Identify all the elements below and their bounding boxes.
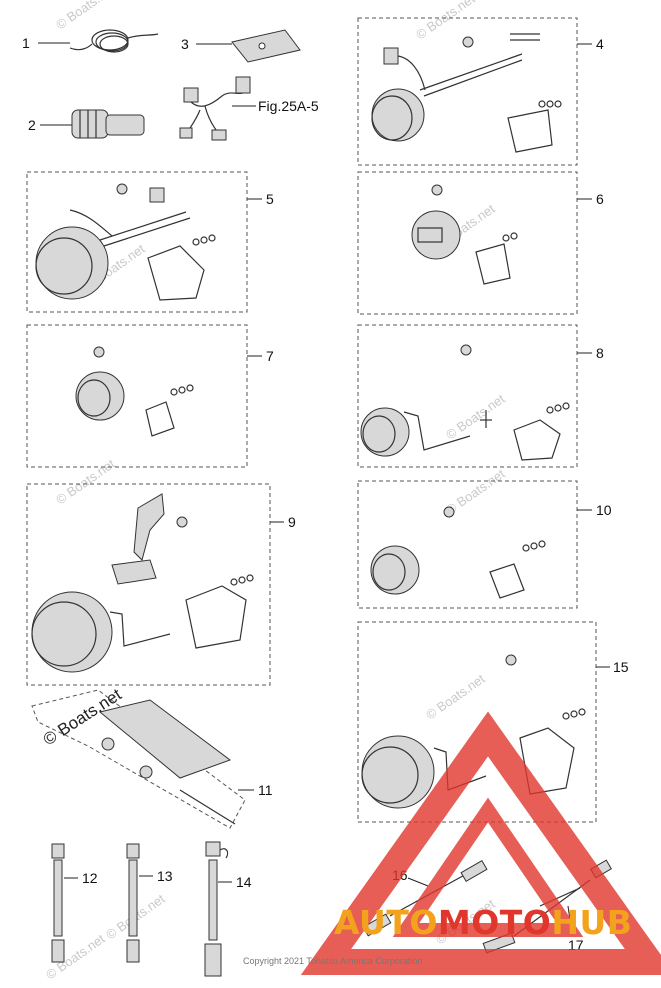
callout-1: 1 [22,35,30,51]
callout-13: 13 [157,868,173,884]
part-2-hose-fitting [40,109,145,139]
figure-reference: Fig.25A-5 [258,98,319,114]
part-8-gauge-kit [360,344,592,461]
callout-12: 12 [82,870,98,886]
part-10-gauge-kit [370,506,592,599]
callout-2: 2 [28,117,36,133]
part-9-speedometer-kit [31,493,284,673]
group-box-5 [26,171,248,313]
harness-fig-ref [179,76,256,141]
part-7-gauge-kit [75,346,262,437]
group-box-11 [31,689,246,829]
automotohub-logo [300,711,661,975]
callout-9: 9 [288,514,296,530]
callout-7: 7 [266,348,274,364]
part-16-sensor [362,859,488,937]
part-4-gauge-kit [371,33,592,153]
brand-hub: HUB [551,903,632,942]
watermark: © Boats.net [413,0,478,42]
part-5-tachometer-kit [35,183,262,301]
part-6-gauge-kit [411,184,592,285]
part-14-cable [204,841,232,977]
watermark: © Boats.net [53,0,118,32]
group-box-7 [26,324,248,468]
watermark: © Boats.net [53,456,118,508]
callout-6: 6 [596,191,604,207]
group-box-6 [357,171,578,315]
callout-11: 11 [258,782,273,798]
group-box-4 [357,17,578,166]
callout-14: 14 [236,874,252,890]
group-box-10 [357,480,578,609]
part-13-cable [126,843,153,963]
callout-4: 4 [596,36,604,52]
copyright-text: Copyright 2021 Tohatsu America Corporati… [243,956,422,966]
group-box-8 [357,324,578,468]
callout-10: 10 [596,502,612,518]
callout-5: 5 [266,191,274,207]
callout-15: 15 [613,659,629,675]
watermark: © Boats.net [423,671,488,723]
callout-3: 3 [181,36,189,52]
brand-wordmark: AUTOMOTOHUB [334,903,632,942]
watermark-layer: © Boats.net © Boats.net © Boats.net © Bo… [43,0,508,982]
brand-auto: AUTO [334,903,438,942]
callout-8: 8 [596,345,604,361]
group-box-9 [26,483,271,686]
part-1-wire-coil [38,29,159,53]
part-11-pickup-assembly [98,699,254,825]
watermark: © Boats.net [443,391,508,443]
part-12-cable [51,843,78,963]
part-3-pouch [196,29,301,63]
brand-moto: MOTO [438,903,551,942]
